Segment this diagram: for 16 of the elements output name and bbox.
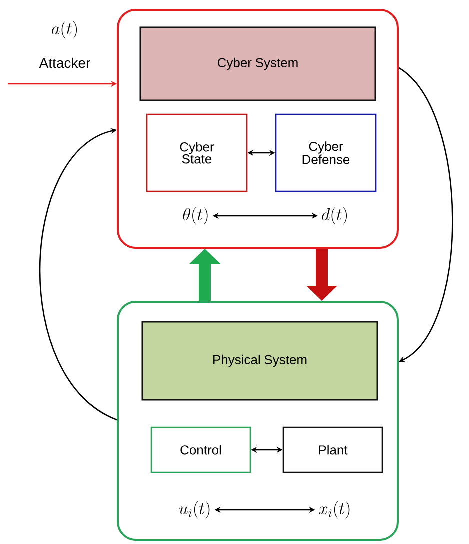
- attacker-label: Attacker: [39, 58, 90, 68]
- system-band: Cyber System: [140, 26, 376, 102]
- system-band: Physical System: [142, 321, 378, 401]
- variable-label: $d(t)$: [322, 207, 347, 225]
- variable-label: $a(t)$: [52, 21, 78, 39]
- system-box: [117, 301, 399, 541]
- feedback-arrow: [398, 68, 454, 362]
- component-box: Control: [150, 426, 252, 474]
- variable-label: $\theta(t)$: [183, 207, 208, 225]
- variable-label: $x_i(t)$: [319, 501, 350, 519]
- component-box: Plant: [282, 426, 384, 474]
- component-box: Cyber Defense: [275, 114, 377, 192]
- feedback-arrow: [40, 128, 118, 421]
- system-box: [117, 9, 399, 249]
- component-box: Cyber State: [146, 114, 248, 192]
- variable-label: $u_i(t)$: [179, 501, 210, 519]
